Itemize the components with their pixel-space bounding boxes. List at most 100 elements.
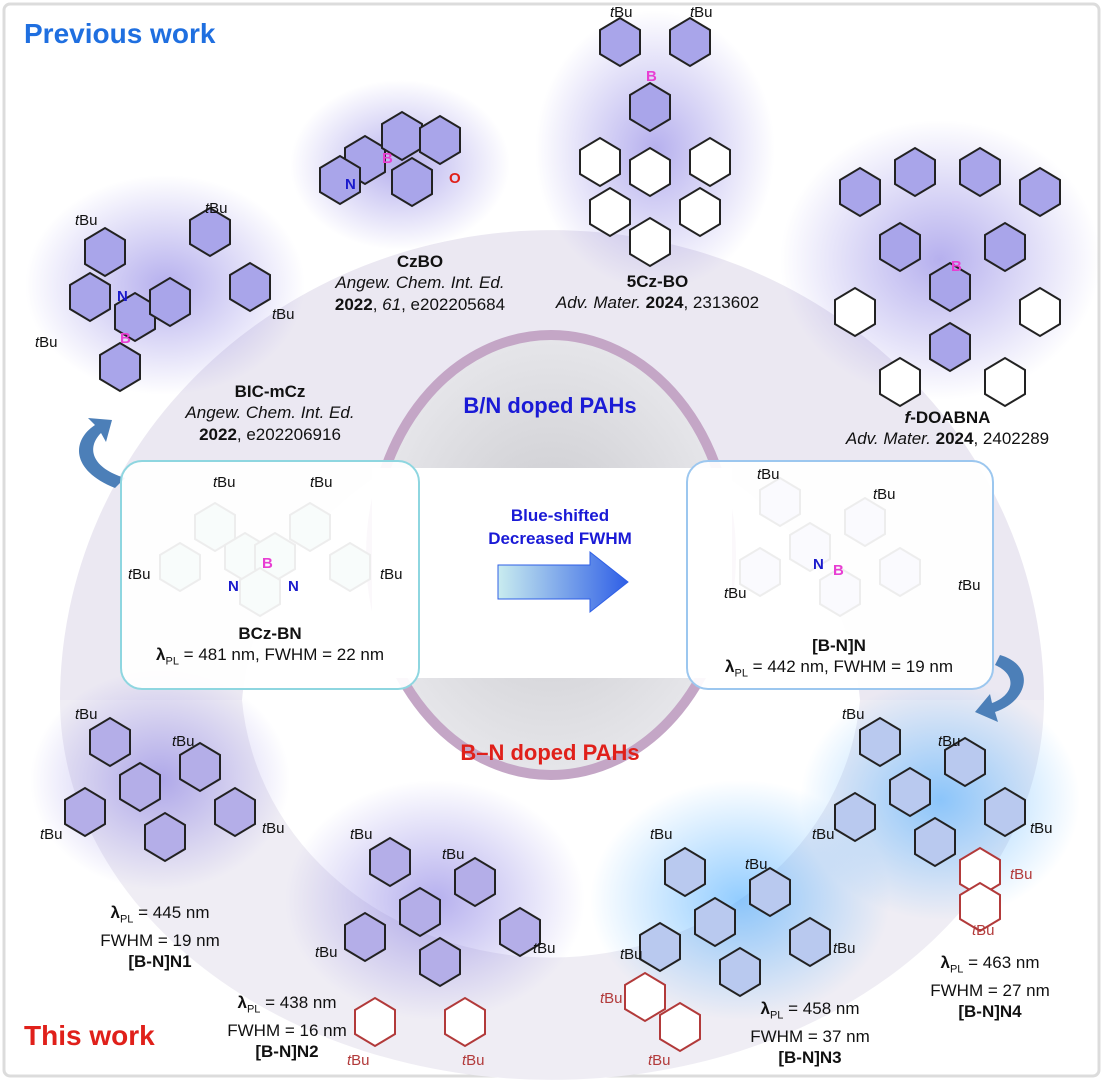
atom-b-bicmcz: B: [120, 330, 131, 347]
citation: Adv. Mater. 2024, 2313602: [555, 293, 760, 312]
previous-work-header: Previous work: [24, 18, 216, 49]
tbu-label: tBu: [1030, 820, 1053, 837]
n3-block: λPL = 458 nm FWHM = 37 nm [B-N]N3: [710, 998, 910, 1068]
tbu-label: tBu: [648, 1052, 671, 1069]
atom-n-bicmcz: N: [117, 288, 128, 305]
arrow-label-line-2: Decreased FWHM: [488, 529, 632, 548]
molecule-fdoabna: [834, 146, 1061, 408]
tbu-label: tBu: [650, 826, 673, 843]
tbu-label: tBu: [213, 474, 236, 491]
tbu-label: tBu: [315, 944, 338, 961]
compound-name: [B-N]N: [812, 636, 866, 655]
compound-name: CzBO: [396, 252, 444, 271]
tbu-label: tBu: [600, 990, 623, 1007]
molecule-bicmcz: [69, 206, 271, 393]
tbu-label: tBu: [620, 946, 643, 963]
citation-details: 2022, e202206916: [199, 425, 341, 444]
czbo-block: CzBO Angew. Chem. Int. Ed. 2022, 61, e20…: [295, 252, 545, 316]
tbu-label: tBu: [724, 585, 747, 602]
tbu-label: tBu: [690, 4, 713, 21]
atom-b-bczbn: B: [262, 555, 273, 572]
compound-name: [B-N]N3: [778, 1048, 842, 1068]
atom-n-bnn: N: [813, 556, 824, 573]
compound-name: [B-N]N2: [255, 1042, 319, 1062]
tbu-label: tBu: [172, 733, 195, 750]
tbu-label: tBu: [833, 940, 856, 957]
citation-details: 2022, 61, e202205684: [334, 295, 506, 314]
card-bnn: [686, 460, 994, 690]
arrow-label-line-1: Blue-shifted: [510, 506, 610, 525]
tbu-label: tBu: [442, 846, 465, 863]
molecule-n4: [834, 716, 1026, 933]
curved-arrow-right: [975, 655, 1024, 722]
tbu-label: tBu: [128, 566, 151, 583]
photophysics: λPL = 481 nm, FWHM = 22 nm: [156, 645, 384, 668]
molecule-n1: [64, 716, 256, 863]
lambda-pl: λPL = 438 nm: [237, 993, 337, 1016]
tbu-label: tBu: [75, 212, 98, 229]
bicmcz-block: BIC-mCz Angew. Chem. Int. Ed. 2022, e202…: [150, 382, 390, 446]
tbu-label: tBu: [40, 826, 63, 843]
fwhm: FWHM = 19 nm: [100, 931, 220, 951]
tbu-label: tBu: [938, 733, 961, 750]
tbu-label: tBu: [380, 566, 403, 583]
tbu-label: tBu: [462, 1052, 485, 1069]
tbu-label: tBu: [842, 706, 865, 723]
arrow-label: Blue-shifted Decreased FWHM: [470, 504, 650, 550]
bnn-block: [B-N]N λPL = 442 nm, FWHM = 19 nm: [690, 636, 988, 684]
lambda-pl: λPL = 463 nm: [940, 953, 1040, 976]
tbu-label: tBu: [205, 200, 228, 217]
atom-b-fdoabna: B: [951, 258, 962, 275]
tbu-label: tBu: [310, 474, 333, 491]
molecule-czbo: [319, 110, 461, 208]
n4-block: λPL = 463 nm FWHM = 27 nm [B-N]N4: [890, 952, 1090, 1022]
tbu-label: tBu: [972, 922, 995, 939]
tbu-label: tBu: [347, 1052, 370, 1069]
this-work-header: This work: [24, 1020, 155, 1051]
tbu-label: tBu: [1010, 866, 1033, 883]
citation: Adv. Mater. 2024, 2402289: [845, 429, 1050, 448]
citation-journal: Angew. Chem. Int. Ed.: [185, 403, 355, 422]
tbu-label: tBu: [35, 334, 58, 351]
atom-o-czbo: O: [449, 170, 461, 187]
compound-name: [B-N]N4: [958, 1002, 1022, 1022]
tbu-label: tBu: [812, 826, 835, 843]
atom-n-bczbn-1: N: [228, 578, 239, 595]
tbu-label: tBu: [873, 486, 896, 503]
compound-name: BCz-BN: [238, 624, 302, 643]
compound-name: BIC-mCz: [234, 382, 306, 401]
tbu-label: tBu: [350, 826, 373, 843]
citation-journal: Angew. Chem. Int. Ed.: [335, 273, 505, 292]
photophysics: λPL = 442 nm, FWHM = 19 nm: [725, 657, 953, 680]
shift-arrow: [497, 550, 629, 614]
fwhm: FWHM = 27 nm: [930, 981, 1050, 1001]
atom-n-bczbn-2: N: [288, 578, 299, 595]
fwhm: FWHM = 16 nm: [227, 1021, 347, 1041]
ring-top: [60, 230, 1044, 700]
molecule-5czbo: [579, 16, 731, 268]
compound-name: [B-N]N1: [128, 952, 192, 972]
lambda-pl: λPL = 445 nm: [110, 903, 210, 926]
tbu-label: tBu: [533, 940, 556, 957]
tbu-label: tBu: [272, 306, 295, 323]
fwhm: FWHM = 37 nm: [750, 1027, 870, 1047]
ring-bottom-label: B–N doped PAHs: [460, 740, 640, 765]
atom-b-bnn: B: [833, 562, 844, 579]
compound-name: f-DOABNA: [904, 408, 991, 427]
ring-top-label: B/N doped PAHs: [463, 393, 637, 418]
molecule-n2: [344, 836, 541, 1048]
tbu-label: tBu: [757, 466, 780, 483]
atom-n-czbo: N: [345, 176, 356, 193]
tbu-label: tBu: [262, 820, 285, 837]
5czbo-block: 5Cz-BO Adv. Mater. 2024, 2313602: [545, 272, 770, 314]
bczbn-block: BCz-BN λPL = 481 nm, FWHM = 22 nm: [125, 624, 415, 672]
compound-name: 5Cz-BO: [626, 272, 689, 291]
atom-b-5czbo: B: [646, 68, 657, 85]
atom-b-czbo: B: [382, 150, 393, 167]
lambda-pl: λPL = 458 nm: [760, 999, 860, 1022]
card-bczbn: [120, 460, 420, 690]
curved-arrow-left: [79, 418, 125, 488]
n2-block: λPL = 438 nm FWHM = 16 nm [B-N]N2: [187, 992, 387, 1062]
molecule-n3: [624, 846, 831, 1053]
